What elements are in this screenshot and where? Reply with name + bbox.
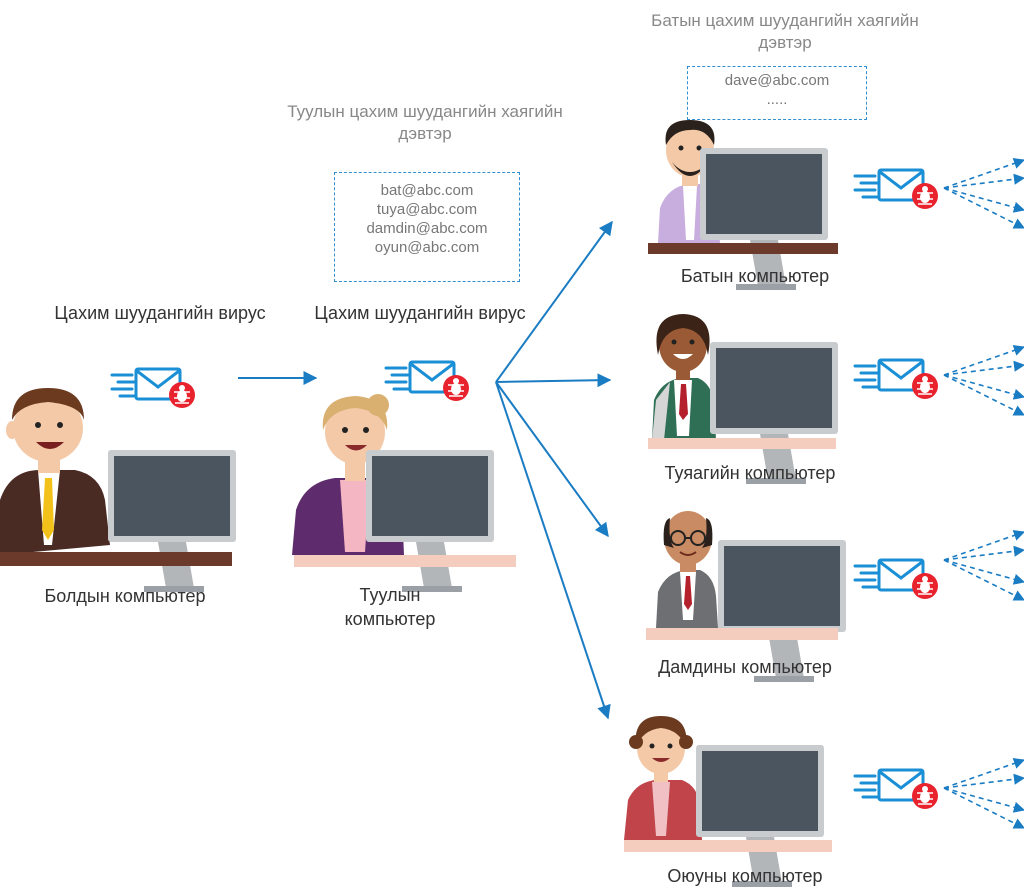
- damdin-outgoing-arrows: [944, 532, 1024, 600]
- envelope-virus-icon: [384, 360, 471, 403]
- damdin-person: [656, 511, 718, 628]
- tuul-desk: [294, 555, 516, 567]
- address-entry: .....: [766, 91, 788, 108]
- envelope-virus-icon: [853, 168, 940, 211]
- address-entry: oyun@abc.com: [374, 239, 480, 256]
- tuul-monitor: [366, 450, 494, 592]
- oyun-outgoing-arrows: [944, 760, 1024, 828]
- virus-label-tuul: Цахим шуудангийн вирус: [314, 303, 526, 323]
- address-entry: damdin@abc.com: [366, 220, 488, 237]
- bold-monitor: [108, 450, 236, 592]
- computer-label-bat: Батын компьютер: [680, 266, 830, 286]
- oyun-person: [624, 716, 702, 840]
- computer-label-damdin: Дамдины компьютер: [658, 657, 832, 677]
- computer-label-bold: Болдын компьютер: [44, 586, 206, 606]
- bat-address-book-title: Батын цахим шуудангийн хаягийн дэвтэр: [651, 11, 919, 52]
- bold-person: [0, 388, 110, 555]
- bat-address-book: dave@abc.com .....: [687, 66, 867, 120]
- tuya-person: [652, 314, 716, 440]
- tuul-address-book: bat@abc.com tuya@abc.com damdin@abc.com …: [334, 172, 520, 282]
- oyun-desk: [624, 840, 832, 852]
- bold-desk: [0, 552, 232, 566]
- computer-label-tuul: Туулын компьютер: [344, 585, 436, 629]
- tuya-desk: [648, 438, 836, 449]
- envelope-virus-icon: [853, 768, 940, 811]
- envelope-virus-icon: [853, 558, 940, 601]
- tuul-address-book-title: Туулын цахим шуудангийн хаягийн дэвтэр: [287, 102, 563, 143]
- address-entry: tuya@abc.com: [376, 201, 478, 218]
- spread-arrows: [495, 220, 613, 720]
- computer-label-oyun: Оюуны компьютер: [667, 866, 823, 886]
- tuya-outgoing-arrows: [944, 347, 1024, 415]
- virus-label-bold: Цахим шуудангийн вирус: [54, 303, 266, 323]
- envelope-virus-icon: [853, 358, 940, 401]
- bat-desk: [648, 243, 838, 254]
- damdin-desk: [646, 628, 838, 640]
- bat-outgoing-arrows: [944, 160, 1024, 228]
- address-entry: bat@abc.com: [380, 182, 474, 199]
- address-entry: dave@abc.com: [724, 72, 830, 89]
- envelope-virus-icon: [110, 367, 197, 410]
- computer-label-tuya: Туяагийн компьютер: [664, 463, 836, 483]
